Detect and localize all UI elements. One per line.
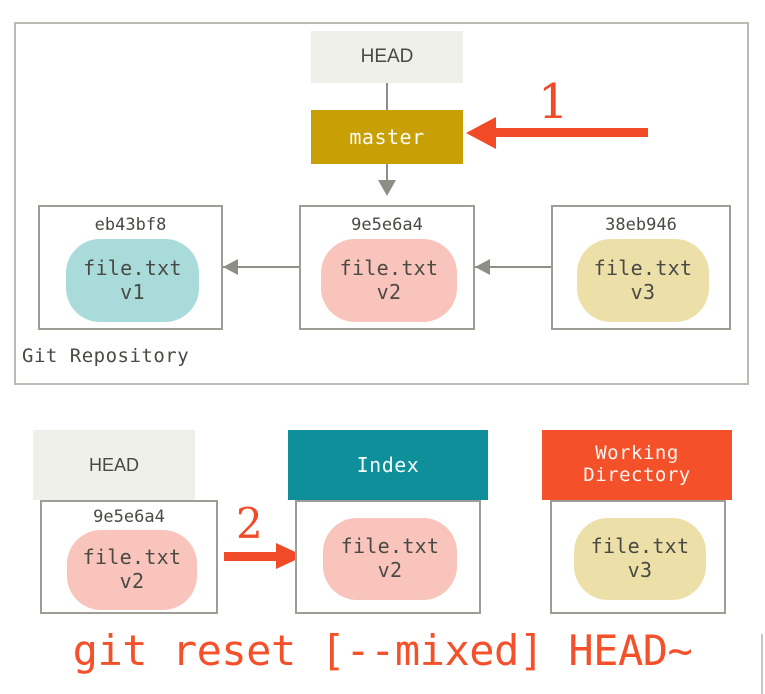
head-ref-box: HEAD <box>311 31 463 83</box>
blob-filename: file.txt <box>83 255 182 280</box>
commit-hash-label: eb43bf8 <box>94 215 167 235</box>
head-to-master-connector <box>386 83 388 110</box>
area-wd-blob: file.txt v3 <box>574 518 706 600</box>
blob-filename: file.txt <box>339 255 439 280</box>
commit-hash-label: 9e5e6a4 <box>351 215 423 235</box>
area-card-head: 9e5e6a4 file.txt v2 <box>40 500 218 614</box>
area-card-index: file.txt v2 <box>295 500 481 614</box>
blob-version: v2 <box>119 569 145 593</box>
annotation-arrow-2-shaft <box>224 552 281 561</box>
annotation-arrow-1-head-icon <box>466 117 496 149</box>
annotation-arrow-1-shaft <box>493 128 648 137</box>
parent-link-arrowhead-icon <box>223 259 238 275</box>
blob-filename: file.txt <box>340 534 440 559</box>
commit-card-9e5e6a4: 9e5e6a4 file.txt v2 <box>299 205 475 330</box>
head-ref-label: HEAD <box>360 46 414 67</box>
master-to-commit-connector <box>386 164 388 194</box>
master-branch-label: master <box>349 125 425 149</box>
commit-card-38eb946: 38eb946 file.txt v3 <box>551 205 731 330</box>
annotation-step-2-number: 2 <box>236 499 263 548</box>
blob-version: v3 <box>630 279 656 304</box>
blob-filename: file.txt <box>593 255 693 280</box>
parent-link-38eb946-to-9e5e6a4 <box>475 266 551 268</box>
area-header-wd-label-line1: Working <box>595 442 679 465</box>
area-index-blob: file.txt v2 <box>323 518 457 600</box>
commit-card-eb43bf8: eb43bf8 file.txt v1 <box>38 205 223 330</box>
commit-blob: file.txt v3 <box>577 239 709 322</box>
annotation-step-1-number: 1 <box>538 74 569 130</box>
git-repository-label: Git Repository <box>22 345 190 367</box>
commit-blob: file.txt v1 <box>66 239 199 322</box>
commit-hash-label: 38eb946 <box>605 215 677 235</box>
area-head-hash-label: 9e5e6a4 <box>93 507 165 527</box>
commit-blob: file.txt v2 <box>321 239 457 322</box>
area-header-index: Index <box>288 430 488 500</box>
area-header-working-directory: Working Directory <box>542 430 732 500</box>
master-branch-box: master <box>311 110 463 164</box>
blob-version: v2 <box>376 279 402 304</box>
area-header-head-label: HEAD <box>88 454 139 475</box>
area-header-wd-label-line2: Directory <box>583 464 691 486</box>
parent-link-9e5e6a4-to-eb43bf8 <box>223 266 299 268</box>
area-card-working-directory: file.txt v3 <box>550 500 726 614</box>
area-header-head: HEAD <box>33 430 195 500</box>
area-header-index-label: Index <box>356 452 420 477</box>
blob-version: v3 <box>627 558 653 582</box>
blob-filename: file.txt <box>590 534 690 559</box>
blob-filename: file.txt <box>82 545 182 570</box>
parent-link-arrowhead-icon <box>475 259 490 275</box>
edge-artifact <box>761 634 765 694</box>
master-to-commit-arrowhead-icon <box>378 180 396 196</box>
area-head-blob: file.txt v2 <box>67 530 197 610</box>
blob-version: v1 <box>120 279 145 304</box>
blob-version: v2 <box>377 558 403 582</box>
command-caption: git reset [--mixed] HEAD~ <box>72 626 693 675</box>
